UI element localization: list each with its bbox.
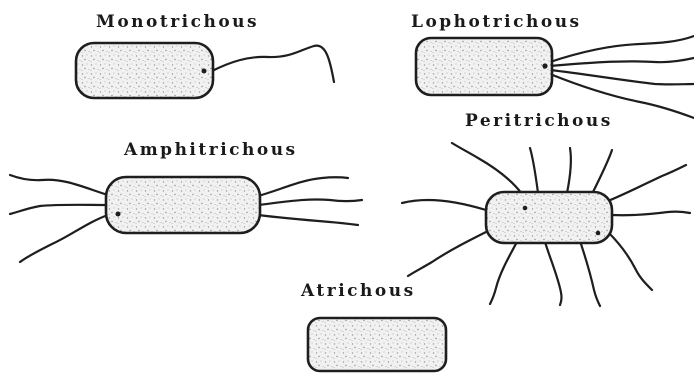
cell-body [416, 38, 552, 95]
flagellum [258, 177, 348, 196]
flagellum [212, 46, 334, 82]
lophotrichous-bacterium: Lophotrichous [411, 12, 694, 118]
flagellum [20, 215, 108, 262]
basal-body [116, 212, 121, 217]
flagellum [608, 165, 686, 201]
amphitrichous-label: Amphitrichous [123, 140, 298, 160]
monotrichous-bacterium: Monotrichous [76, 12, 334, 98]
atrichous-bacterium: Atrichous [300, 281, 446, 371]
peritrichous-bacterium: Peritrichous [402, 111, 690, 306]
flagellum [10, 175, 108, 195]
cell-body [106, 177, 260, 233]
flagellum [550, 58, 694, 66]
basal-body [523, 206, 528, 211]
basal-body [542, 63, 547, 68]
flagellum [258, 199, 362, 205]
flagellum [545, 242, 562, 305]
flagellum [10, 205, 108, 214]
monotrichous-label: Monotrichous [96, 12, 259, 32]
flagellum [592, 150, 612, 194]
flagellum [402, 200, 486, 210]
peritrichous-label: Peritrichous [465, 111, 613, 131]
cell-body [486, 192, 612, 243]
basal-body [596, 231, 601, 236]
lophotrichous-label: Lophotrichous [411, 12, 582, 32]
cell-body [308, 318, 446, 371]
flagellum [530, 148, 538, 193]
flagellum [612, 212, 690, 216]
flagellum [408, 230, 490, 276]
cell-body [76, 43, 213, 98]
flagellum [490, 240, 518, 304]
amphitrichous-bacterium: Amphitrichous [10, 140, 362, 262]
basal-body [202, 69, 207, 74]
flagellum [608, 232, 652, 290]
atrichous-label: Atrichous [300, 281, 416, 301]
flagellum [550, 36, 694, 62]
flagellum [567, 148, 571, 193]
flagellum [580, 241, 600, 306]
flagellum [452, 143, 522, 194]
flagellum [258, 215, 358, 225]
